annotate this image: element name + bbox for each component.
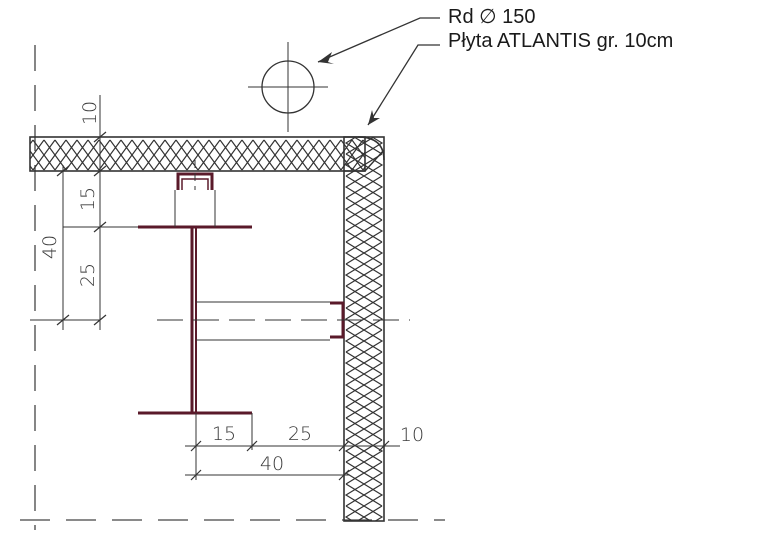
duct-label: Rd ∅ 150 — [448, 6, 536, 28]
dim-top-insulation: 10 — [79, 101, 101, 125]
dim-vertical-lower: 25 — [77, 263, 99, 287]
horizontal-dimensions — [185, 413, 400, 481]
dim-horizontal-right: 25 — [288, 423, 312, 445]
top-insulation-board — [29, 136, 366, 172]
dim-horizontal-total: 40 — [260, 453, 284, 475]
top-bracket — [174, 160, 216, 227]
insulation-corner — [357, 136, 385, 161]
leader-duct — [317, 17, 440, 64]
dim-vertical-upper: 15 — [77, 187, 99, 211]
dim-vertical-total: 40 — [39, 235, 61, 259]
leader-board — [367, 44, 440, 126]
side-insulation-board — [343, 136, 385, 522]
dim-side-insulation: 10 — [400, 424, 424, 446]
dim-horizontal-left: 15 — [212, 423, 236, 445]
duct-circle — [248, 42, 328, 132]
side-bracket — [157, 301, 410, 341]
board-label: Płyta ATLANTIS gr. 10cm — [448, 30, 674, 52]
vertical-dimensions — [30, 95, 138, 330]
